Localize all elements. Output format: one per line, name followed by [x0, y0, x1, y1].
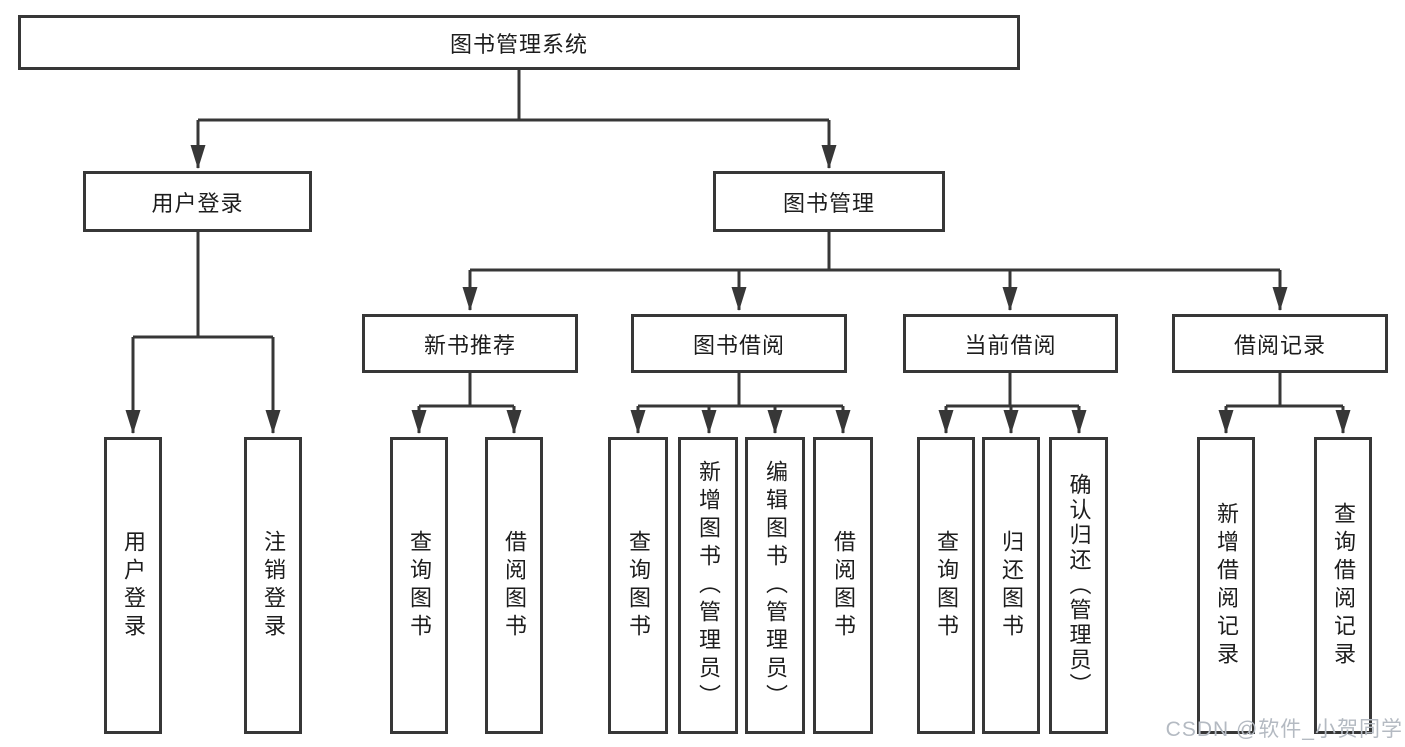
- leaf-query-books-recommend: 查询图书: [390, 437, 448, 734]
- node-label: 归还图书: [999, 529, 1024, 642]
- node-label: 借阅图书: [502, 529, 527, 642]
- node-label: 用户登录: [121, 529, 146, 642]
- leaf-query-borrow-record: 查询借阅记录: [1314, 437, 1372, 734]
- node-label: 新增图书（管理员）: [696, 459, 721, 712]
- node-label: 借阅记录: [1233, 332, 1326, 358]
- node-library-management-system: 图书管理系统: [18, 15, 1020, 70]
- leaf-query-books-current: 查询图书: [917, 437, 975, 734]
- node-label: 图书借阅: [692, 332, 785, 358]
- node-borrowing-records: 借阅记录: [1172, 314, 1388, 373]
- leaf-confirm-return-admin: 确认归还（管理员）: [1049, 437, 1108, 734]
- node-label: 借阅图书: [831, 529, 856, 642]
- leaf-user-login: 用户登录: [104, 437, 162, 734]
- leaf-return-books: 归还图书: [982, 437, 1040, 734]
- node-label: 用户登录: [151, 190, 244, 216]
- node-label: 图书管理系统: [449, 31, 588, 57]
- node-new-book-recommendation: 新书推荐: [362, 314, 578, 373]
- node-label: 查询图书: [934, 529, 959, 642]
- leaf-add-borrow-record: 新增借阅记录: [1197, 437, 1255, 734]
- leaf-add-books-admin: 新增图书（管理员）: [678, 437, 738, 734]
- leaf-query-books-borrow: 查询图书: [608, 437, 668, 734]
- node-user-login: 用户登录: [83, 171, 312, 232]
- node-label: 确认归还（管理员）: [1066, 473, 1092, 698]
- node-label: 新书推荐: [423, 332, 516, 358]
- node-book-management: 图书管理: [713, 171, 945, 232]
- leaf-logout: 注销登录: [244, 437, 302, 734]
- node-label: 编辑图书（管理员）: [763, 459, 788, 712]
- node-label: 查询借阅记录: [1331, 501, 1356, 670]
- node-current-borrowing: 当前借阅: [903, 314, 1118, 373]
- node-book-borrowing: 图书借阅: [631, 314, 847, 373]
- leaf-borrow-books: 借阅图书: [813, 437, 873, 734]
- node-label: 当前借阅: [964, 332, 1057, 358]
- node-label: 注销登录: [261, 529, 286, 642]
- node-label: 查询图书: [626, 529, 651, 642]
- node-label: 图书管理: [782, 190, 875, 216]
- node-label: 新增借阅记录: [1214, 501, 1239, 670]
- leaf-borrow-books-recommend: 借阅图书: [485, 437, 543, 734]
- watermark: CSDN @软件_小贺同学: [1165, 718, 1403, 741]
- node-label: 查询图书: [407, 529, 432, 642]
- leaf-edit-books-admin: 编辑图书（管理员）: [745, 437, 805, 734]
